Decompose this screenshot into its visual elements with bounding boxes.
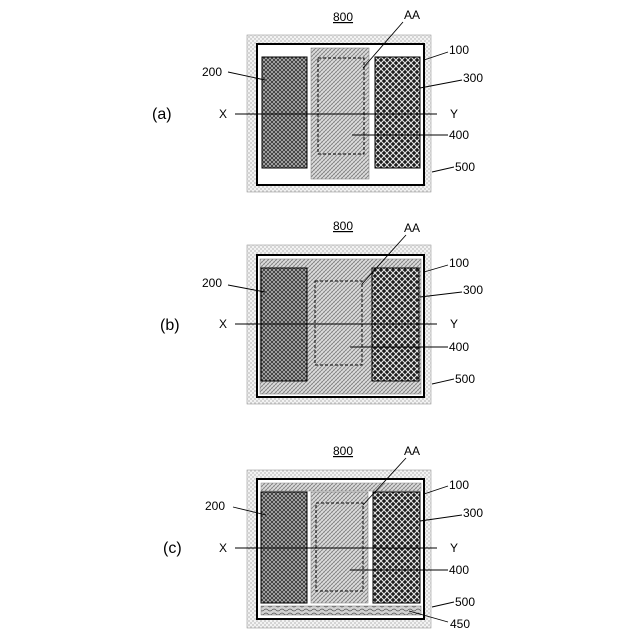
label-aa: AA	[404, 444, 420, 458]
panel-a: (a) 800 200 X AA 100 300 Y 400 500	[152, 8, 483, 192]
label-400: 400	[449, 340, 469, 354]
label-800: 800	[333, 10, 353, 24]
center-region-400	[311, 492, 368, 603]
label-aa: AA	[404, 8, 420, 22]
label-300: 300	[463, 506, 483, 520]
label-200: 200	[205, 499, 225, 513]
label-400: 400	[449, 128, 469, 142]
label-500: 500	[455, 160, 475, 174]
left-block-200	[261, 268, 307, 381]
label-100: 100	[449, 478, 469, 492]
right-block-300	[373, 492, 420, 603]
leader-500	[432, 167, 454, 172]
label-200: 200	[202, 65, 222, 79]
label-y: Y	[450, 107, 458, 121]
label-500: 500	[455, 595, 475, 609]
panel-label: (b)	[160, 317, 180, 334]
right-block-300	[375, 57, 420, 168]
label-y: Y	[450, 541, 458, 555]
leader-500	[432, 602, 454, 607]
right-block-300	[372, 268, 419, 381]
label-100: 100	[449, 256, 469, 270]
label-500: 500	[455, 372, 475, 386]
label-400: 400	[449, 563, 469, 577]
panel-c: (c) 800 200 X AA 100 300 Y 400 500 450	[163, 444, 483, 631]
center-region-400	[311, 48, 369, 179]
label-x: X	[219, 107, 227, 121]
leader-500	[432, 379, 454, 384]
label-800: 800	[333, 219, 353, 233]
label-450: 450	[450, 617, 470, 631]
label-y: Y	[450, 317, 458, 331]
left-block-200	[262, 57, 307, 168]
label-300: 300	[463, 71, 483, 85]
label-x: X	[219, 317, 227, 331]
label-aa: AA	[404, 221, 420, 235]
panel-label: (c)	[163, 540, 182, 557]
bottom-strip-450	[261, 606, 421, 615]
top-strip	[261, 483, 421, 491]
label-100: 100	[449, 43, 469, 57]
label-800: 800	[333, 444, 353, 458]
label-200: 200	[202, 276, 222, 290]
panel-b: (b) 800 200 X AA 100 300 Y 400 500	[160, 219, 483, 404]
label-300: 300	[463, 283, 483, 297]
label-x: X	[219, 541, 227, 555]
left-block-200	[261, 492, 307, 603]
panel-label: (a)	[152, 106, 172, 123]
